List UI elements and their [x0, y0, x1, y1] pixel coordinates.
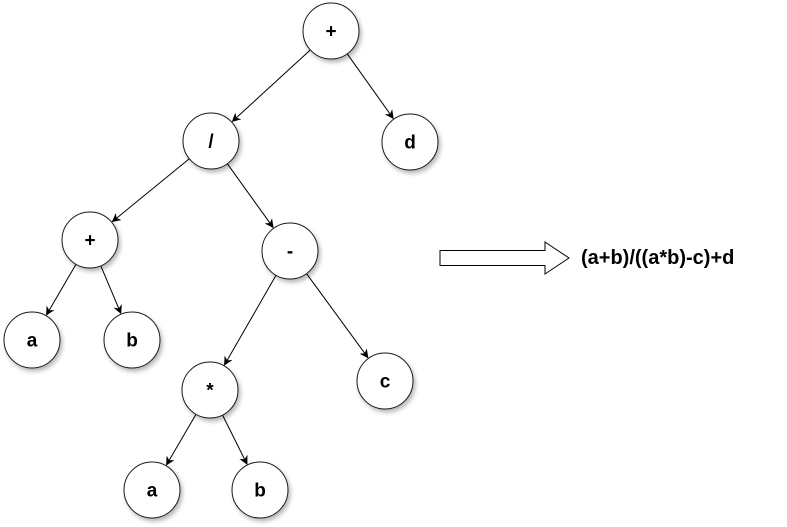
tree-node-circle — [181, 361, 239, 419]
tree-node-circle — [302, 2, 360, 60]
expression-result-text: (a+b)/((a*b)-c)+d — [581, 247, 735, 269]
tree-node-label: d — [404, 133, 416, 154]
tree-node-circle — [61, 211, 119, 269]
tree-node-circle — [182, 112, 240, 170]
tree-node-circle — [261, 222, 319, 280]
tree-node-label: / — [208, 132, 214, 153]
tree-node-circle — [123, 461, 181, 519]
tree-edge-multiply-b-bottom — [222, 414, 248, 465]
tree-node-label: a — [147, 481, 158, 502]
tree-node-a-bottom: a — [123, 461, 181, 519]
tree-node-circle — [3, 311, 61, 369]
tree-edge-plus-root-d — [346, 53, 394, 120]
tree-node-circle — [356, 352, 414, 410]
tree-node-label: b — [254, 481, 266, 502]
tree-node-d: d — [381, 113, 439, 171]
tree-node-plus-root: + — [302, 2, 360, 60]
tree-node-divide: / — [182, 112, 240, 170]
tree-edge-plus-root-divide — [231, 49, 311, 123]
tree-node-c: c — [356, 352, 414, 410]
tree-node-label: b — [126, 331, 138, 352]
tree-edge-minus-multiply — [224, 275, 277, 366]
tree-node-label: + — [325, 22, 336, 43]
tree-edge-plus-left-b-left — [100, 265, 122, 315]
tree-node-label: a — [27, 331, 38, 352]
tree-edge-divide-minus — [226, 163, 274, 229]
tree-edge-plus-left-a-left — [46, 263, 77, 316]
tree-edge-divide-plus-left — [111, 158, 190, 223]
tree-node-label: - — [287, 242, 293, 263]
tree-node-multiply: * — [181, 361, 239, 419]
result-arrow-icon — [439, 241, 570, 275]
tree-node-circle — [381, 113, 439, 171]
tree-node-minus: - — [261, 222, 319, 280]
tree-node-a-left: a — [3, 311, 61, 369]
tree-node-label: + — [84, 231, 95, 252]
tree-node-circle — [103, 311, 161, 369]
tree-edge-multiply-a-bottom — [166, 413, 197, 466]
tree-node-label: * — [206, 381, 214, 402]
tree-node-label: c — [380, 372, 391, 393]
tree-node-plus-left: + — [61, 211, 119, 269]
tree-edge-minus-c — [306, 273, 369, 359]
tree-node-circle — [231, 461, 289, 519]
tree-node-b-bottom: b — [231, 461, 289, 519]
tree-node-b-left: b — [103, 311, 161, 369]
